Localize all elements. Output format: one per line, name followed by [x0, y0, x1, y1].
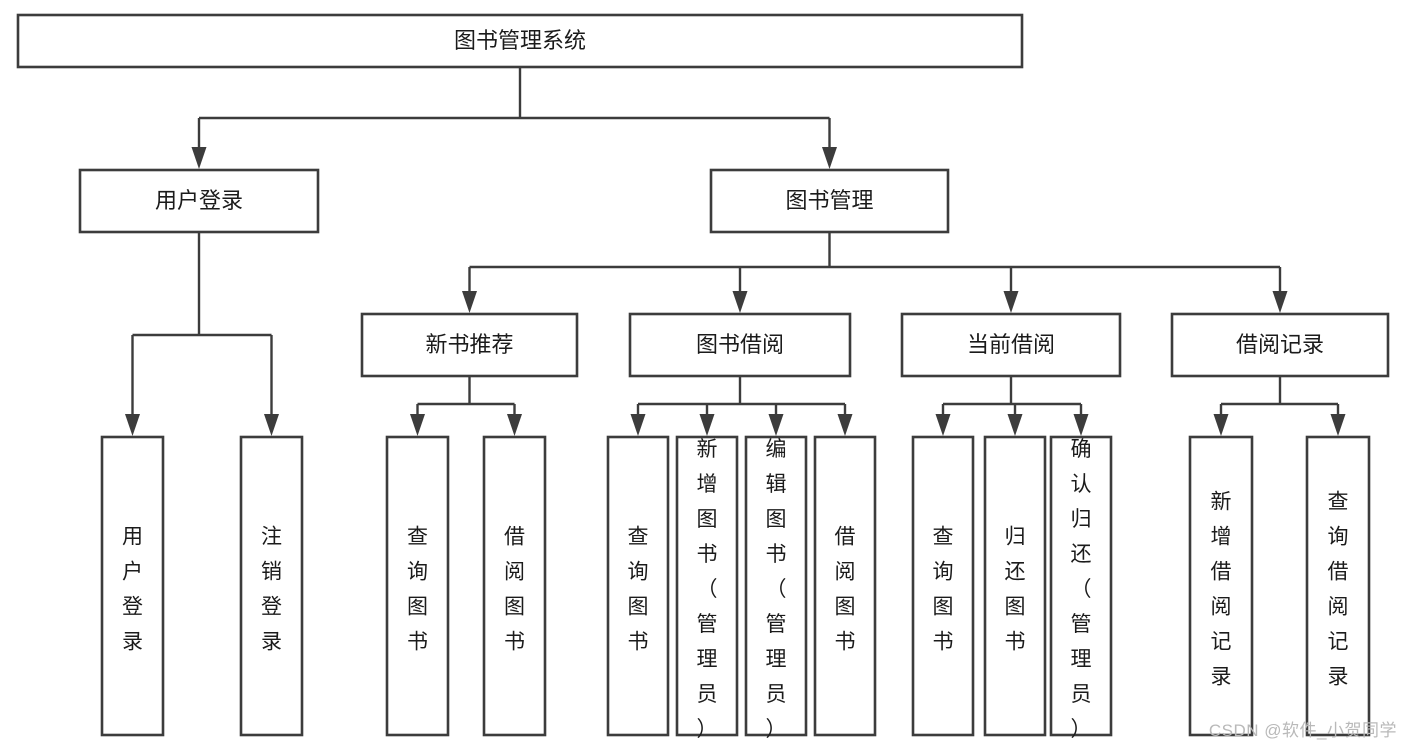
node-label-l2-manage: 图书管理 [785, 188, 873, 213]
node-label-l4-b2: 借阅图书 [504, 525, 525, 653]
node-box-l4-b1[interactable] [385, 435, 450, 737]
node-l3-newbook[interactable]: 新书推荐 [360, 312, 579, 378]
node-box-l2-manage[interactable] [709, 168, 950, 234]
node-l2-login[interactable]: 用户登录 [78, 168, 320, 234]
node-box-l4-e1[interactable] [1188, 435, 1254, 737]
node-label-l4-d1: 查询图书 [933, 525, 954, 653]
node-box-l4-a1[interactable] [100, 435, 165, 737]
node-label-l4-e2: 查询借阅记录 [1328, 490, 1349, 688]
node-label-l4-a1: 用户登录 [122, 525, 143, 653]
node-l2-manage[interactable]: 图书管理 [709, 168, 950, 234]
node-label-l4-d3: 确认归还（管理员） [1071, 438, 1092, 741]
node-box-l4-d2[interactable] [983, 435, 1047, 737]
node-label-l4-c2: 新增图书（管理员） [697, 438, 718, 741]
node-label-l3-borrow: 图书借阅 [696, 332, 784, 357]
edge-group-l3-borrow [630, 376, 853, 436]
node-box-l4-d3[interactable] [1049, 435, 1113, 737]
node-l4-d3[interactable]: 确认归还（管理员） [1049, 435, 1113, 741]
node-box-l2-login[interactable] [78, 168, 320, 234]
node-l4-c3[interactable]: 编辑图书（管理员） [744, 435, 808, 741]
node-l4-d1[interactable]: 查询图书 [911, 435, 975, 737]
node-label-l4-d2: 归还图书 [1005, 525, 1026, 653]
node-l4-e1[interactable]: 新增借阅记录 [1188, 435, 1254, 737]
node-label-l2-login: 用户登录 [155, 188, 243, 213]
node-box-l3-borrow[interactable] [628, 312, 852, 378]
node-box-l4-a2[interactable] [239, 435, 304, 737]
node-root[interactable]: 图书管理系统 [16, 13, 1024, 69]
edge-group-l3-record [1213, 376, 1346, 436]
node-label-l3-current: 当前借阅 [967, 332, 1055, 357]
edge-group-l2-manage [462, 232, 1288, 313]
edge-group-l2-login [125, 232, 279, 436]
node-box-l3-record[interactable] [1170, 312, 1390, 378]
node-l4-c2[interactable]: 新增图书（管理员） [675, 435, 739, 741]
node-box-l4-d1[interactable] [911, 435, 975, 737]
node-l3-current[interactable]: 当前借阅 [900, 312, 1122, 378]
node-l4-b2[interactable]: 借阅图书 [482, 435, 547, 737]
node-label-l3-record: 借阅记录 [1236, 332, 1324, 357]
watermark-text: CSDN @软件_小贺同学 [1208, 721, 1397, 740]
edge-group-root [191, 67, 837, 169]
node-l4-c1[interactable]: 查询图书 [606, 435, 670, 737]
node-label-l3-newbook: 新书推荐 [425, 332, 513, 357]
node-box-l4-c2[interactable] [675, 435, 739, 737]
node-box-l4-b2[interactable] [482, 435, 547, 737]
node-label-l4-c3: 编辑图书（管理员） [766, 438, 787, 741]
node-l4-a2[interactable]: 注销登录 [239, 435, 304, 737]
node-label-l4-c1: 查询图书 [628, 525, 649, 653]
node-l4-e2[interactable]: 查询借阅记录 [1305, 435, 1371, 737]
node-l4-c4[interactable]: 借阅图书 [813, 435, 877, 737]
node-box-l3-current[interactable] [900, 312, 1122, 378]
node-layer: 图书管理系统用户登录图书管理新书推荐图书借阅当前借阅借阅记录用户登录注销登录查询… [16, 13, 1390, 741]
edge-layer [125, 67, 1346, 436]
node-l4-a1[interactable]: 用户登录 [100, 435, 165, 737]
node-label-l4-e1: 新增借阅记录 [1211, 490, 1232, 688]
node-l4-b1[interactable]: 查询图书 [385, 435, 450, 737]
node-l4-d2[interactable]: 归还图书 [983, 435, 1047, 737]
edge-group-l3-newbook [410, 376, 522, 436]
node-label-root: 图书管理系统 [454, 28, 586, 53]
node-label-l4-b1: 查询图书 [407, 525, 428, 653]
node-box-l4-c1[interactable] [606, 435, 670, 737]
node-box-root[interactable] [16, 13, 1024, 69]
node-l3-borrow[interactable]: 图书借阅 [628, 312, 852, 378]
node-box-l4-c3[interactable] [744, 435, 808, 737]
edge-group-l3-current [935, 376, 1089, 436]
node-box-l4-e2[interactable] [1305, 435, 1371, 737]
node-label-l4-a2: 注销登录 [261, 525, 282, 653]
node-box-l4-c4[interactable] [813, 435, 877, 737]
node-box-l3-newbook[interactable] [360, 312, 579, 378]
node-l3-record[interactable]: 借阅记录 [1170, 312, 1390, 378]
node-label-l4-c4: 借阅图书 [835, 525, 856, 653]
